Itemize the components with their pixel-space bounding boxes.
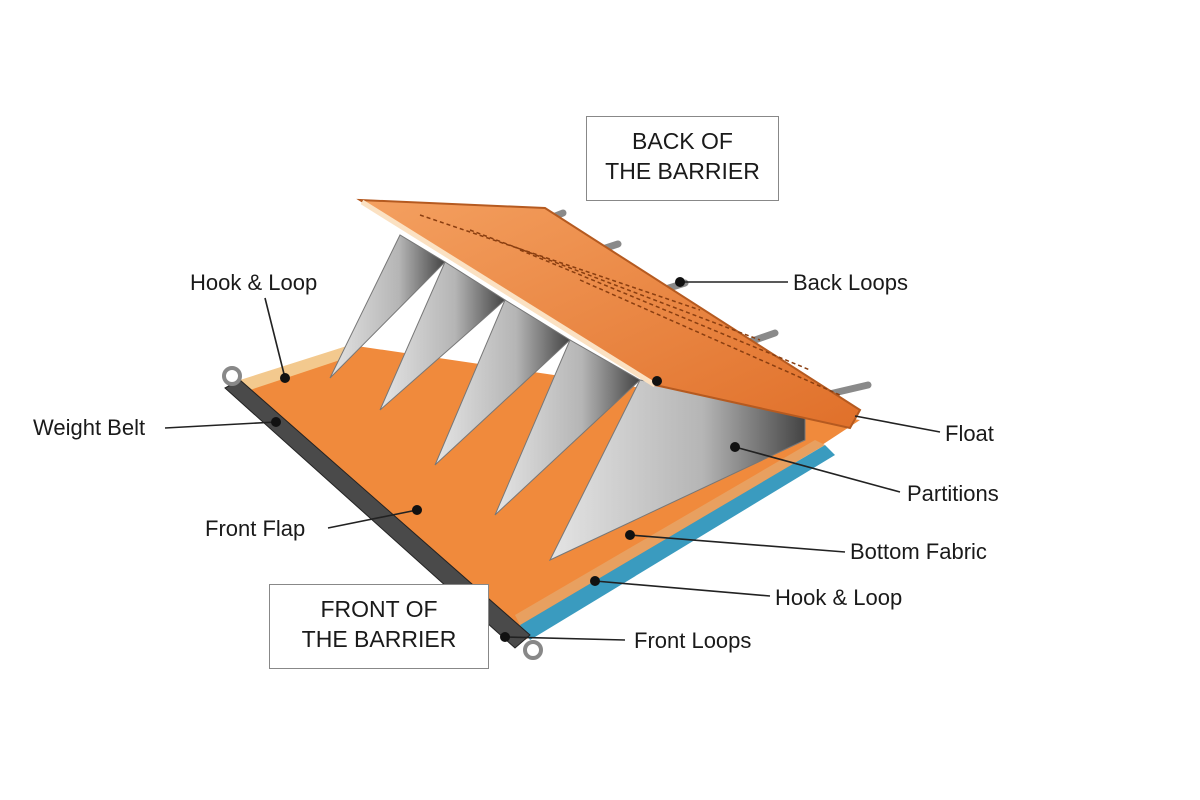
front-of-barrier-box: FRONT OF THE BARRIER [269, 584, 489, 669]
label-hook-loop-top: Hook & Loop [190, 270, 318, 295]
leader-lines [164, 281, 941, 641]
label-hook-loop-bottom: Hook & Loop [775, 585, 903, 610]
back-title-line1: BACK OF [632, 128, 733, 154]
front-loop-ring [222, 366, 242, 386]
front-loop-ring [523, 640, 543, 660]
label-front-loops: Front Loops [634, 628, 752, 653]
front-title-line2: THE BARRIER [301, 626, 457, 652]
blue-hook-loop-strip [520, 445, 835, 640]
label-float: Float [945, 421, 994, 446]
label-front-flap: Front Flap [205, 516, 306, 541]
label-bottom-fabric: Bottom Fabric [850, 539, 987, 564]
leader-dots [271, 277, 740, 642]
front-title-line1: FRONT OF [320, 596, 438, 622]
label-back-loops: Back Loops [793, 270, 908, 295]
partitions [329, 234, 806, 562]
back-title-line2: THE BARRIER [605, 158, 760, 184]
label-weight-belt: Weight Belt [33, 415, 146, 440]
back-of-barrier-box: BACK OF THE BARRIER [586, 116, 779, 201]
label-partitions: Partitions [907, 481, 999, 506]
